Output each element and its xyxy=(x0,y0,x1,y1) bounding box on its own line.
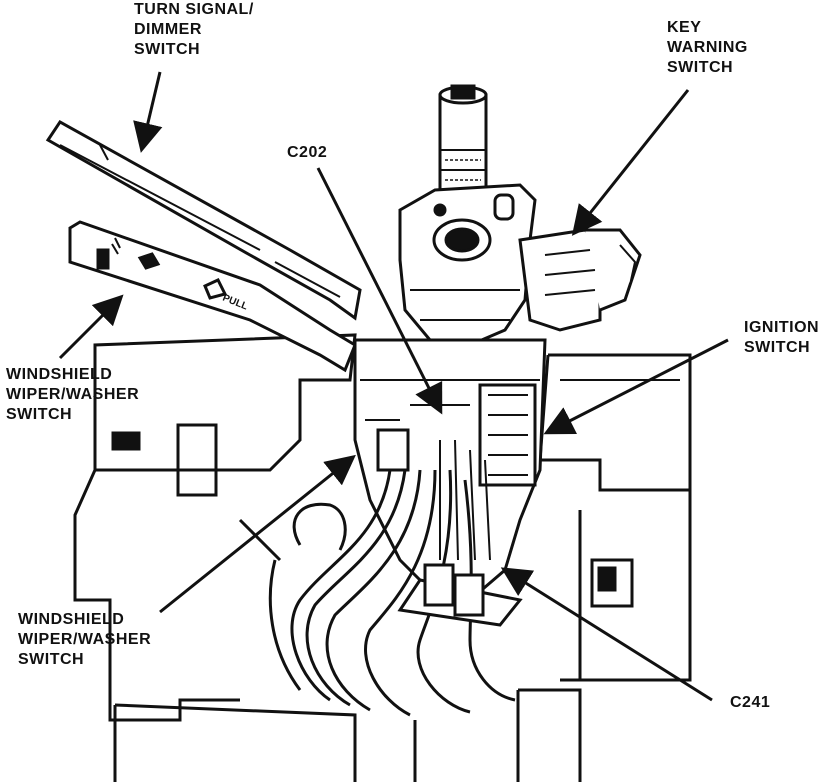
wiring-harness xyxy=(268,439,523,717)
arrow-c202 xyxy=(316,167,443,415)
label-ignition-switch: IGNITION SWITCH xyxy=(744,319,820,356)
turn-signal-stalk xyxy=(45,120,362,321)
arrow-key-warning xyxy=(571,89,690,236)
label-windshield-wiper-washer-switch-lower: WINDSHIELD WIPER/WASHER SWITCH xyxy=(18,611,152,668)
arrow-wiper-upper xyxy=(58,294,124,360)
dash-bracket-left xyxy=(73,333,357,722)
dash-bracket-right xyxy=(538,353,692,682)
label-key-warning-switch: KEY WARNING SWITCH xyxy=(667,19,748,76)
arrow-c241 xyxy=(500,567,713,702)
dash-bracket-bottom xyxy=(113,688,582,782)
label-turn-signal-dimmer-switch: TURN SIGNAL/ DIMMER SWITCH xyxy=(134,1,254,58)
arrow-ignition xyxy=(543,338,729,435)
key-warning-switch-body xyxy=(518,228,642,332)
callout-arrows xyxy=(58,71,729,702)
wiper-washer-stalk xyxy=(68,220,357,373)
label-c241: C241 xyxy=(730,694,771,711)
arrow-wiper-lower xyxy=(159,454,356,614)
label-windshield-wiper-washer-switch-upper: WINDSHIELD WIPER/WASHER SWITCH xyxy=(6,366,140,423)
label-c202: C202 xyxy=(287,144,328,161)
arrow-turn-signal xyxy=(133,71,163,153)
column-housing xyxy=(398,183,537,347)
